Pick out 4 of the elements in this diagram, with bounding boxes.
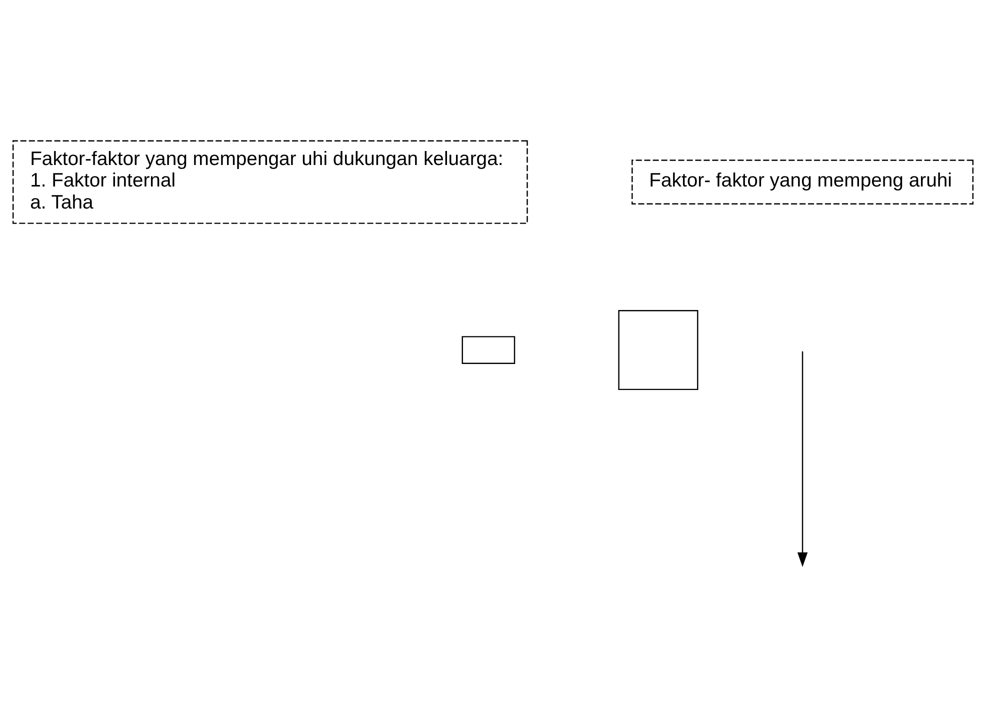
node-box	[462, 336, 516, 364]
node-box	[618, 310, 698, 390]
node-box: Faktor-faktor yang mempengar uhi dukungan keluarga: 1. Faktor internal a. Taha	[12, 140, 528, 224]
node-box: Faktor- faktor yang mempeng aruhi	[632, 159, 974, 204]
